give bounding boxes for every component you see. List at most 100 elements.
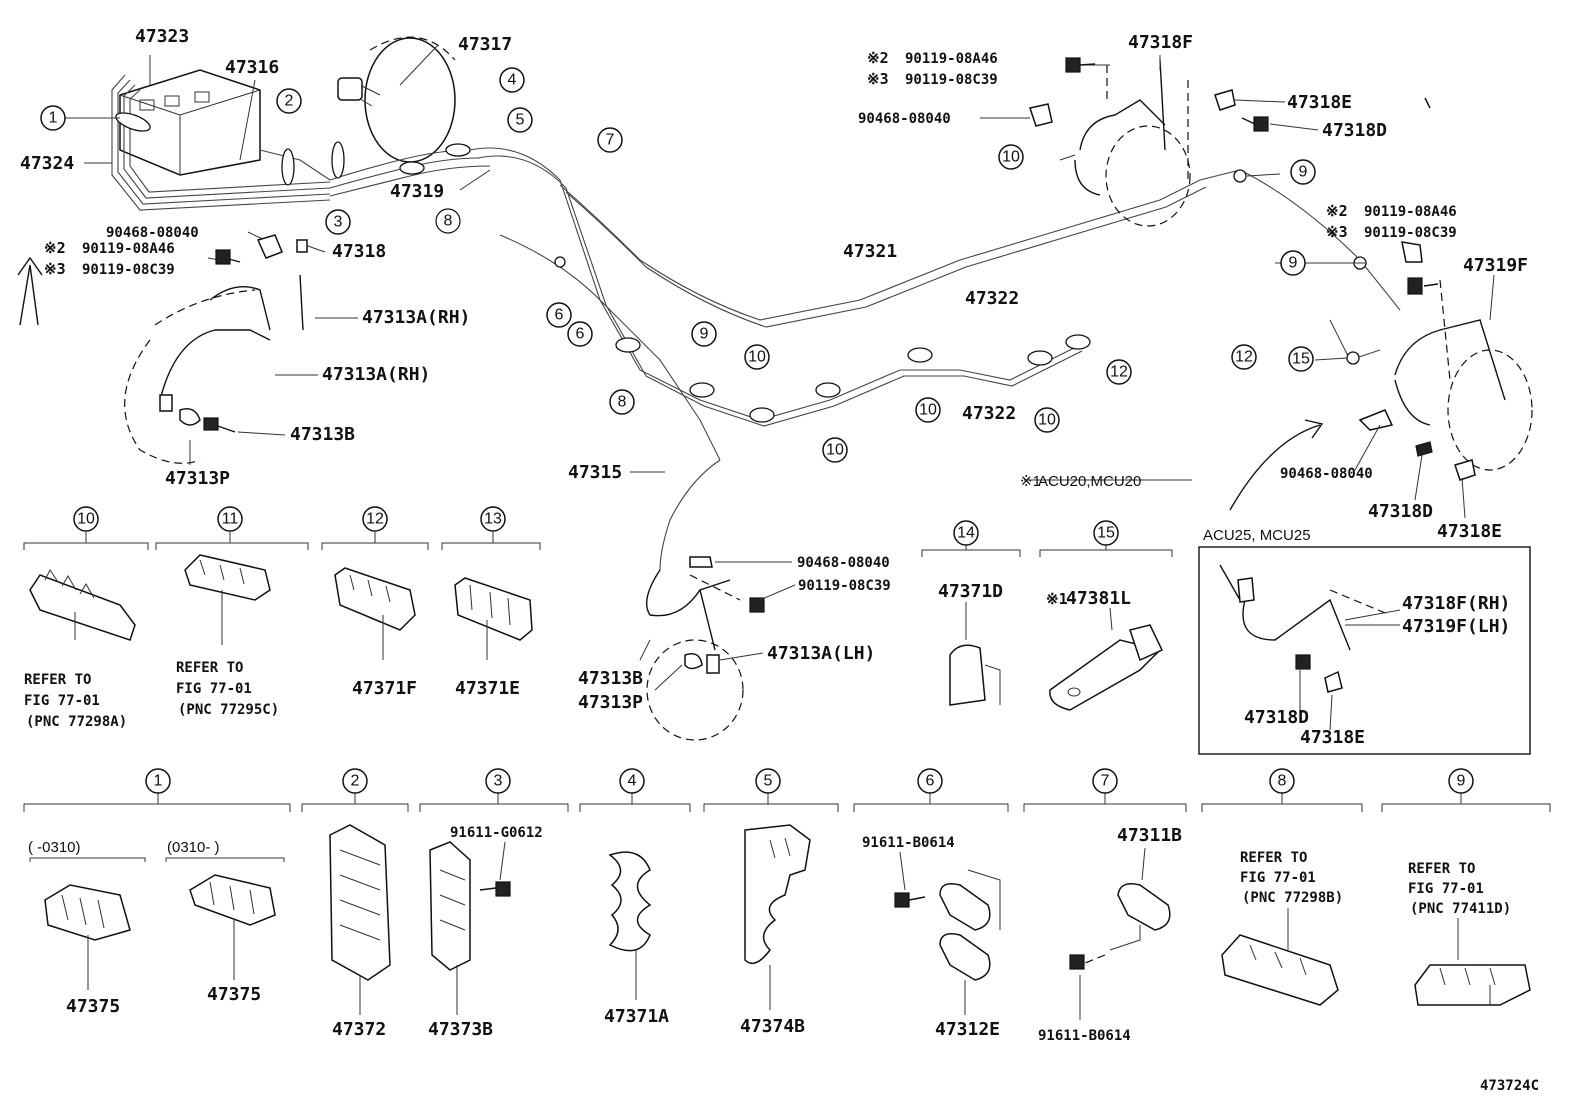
label-47318: 47318 [332,241,386,262]
label-47313b-lh: 47313B [578,668,643,689]
rear-right-hose [1074,59,1236,227]
svg-text:3: 3 [494,773,503,790]
code-bolt-lh: 90119-08C39 [798,578,891,594]
clamp-group-8: 8 REFER TO FIG 77-01 (PNC 77298B) [1201,768,1363,1006]
callout-4-main: 4 [499,67,525,93]
rear-left-hose [1229,241,1533,511]
clamp-group-11: 11 REFER TO FIG 77-01 (PNC 77295C) [155,506,309,718]
label-47313a-lh: 47313A(LH) [767,643,875,664]
mark-note3-right: ※3 [1326,223,1348,241]
svg-text:(PNC 77295C): (PNC 77295C) [178,702,279,718]
screw-code-labels: 90468-08040 ※2 90119-08A46 ※3 90119-08C3… [44,49,1457,594]
code-bracket-d: 90468-08040 [797,555,890,571]
label-47318f: 47318F [1128,32,1193,53]
clamp-group-14: 14 47371D [921,520,1021,706]
label-47324: 47324 [20,153,74,174]
callout-9-right: 9 [1280,250,1306,276]
front-rh-hose [124,274,304,464]
hardware-shapes [215,57,1439,295]
svg-text:(0310- ): (0310- ) [167,839,220,856]
svg-text:FIG 77-01: FIG 77-01 [1408,881,1484,897]
svg-text:(PNC 77411D): (PNC 77411D) [1410,901,1511,917]
callout-1-main: 1 [40,105,66,131]
label-47313p-lh: 47313P [578,692,643,713]
main-brake-tubes [469,147,1401,571]
code-bolt-left-3: 90119-08C39 [82,262,175,278]
svg-text:47373B: 47373B [428,1019,493,1040]
svg-text:9: 9 [1457,773,1466,790]
callout-10-c: 10 [915,397,941,423]
label-47317: 47317 [458,34,512,55]
clamp-group-5: 5 47374B [703,768,839,1037]
svg-text:47371A: 47371A [604,1006,669,1027]
svg-text:3: 3 [334,214,343,231]
inset-label-47318e: 47318E [1300,727,1365,748]
label-47315: 47315 [568,462,622,483]
svg-text:12: 12 [366,511,384,528]
svg-text:8: 8 [1278,773,1287,790]
clamp-group-4: 4 47371A [579,768,691,1027]
callout-2-main: 2 [276,88,302,114]
callout-9-mid: 9 [691,321,717,347]
figure-code: 473724C [1480,1078,1539,1094]
mark-note2-right: ※2 [1326,202,1348,220]
label-47319f: 47319F [1463,255,1528,276]
mark-note3-top: ※3 [867,70,889,88]
svg-text:47375: 47375 [66,996,120,1017]
clamp-group-2: 2 47372 [301,768,409,1040]
svg-text:REFER TO: REFER TO [176,660,243,676]
label-47318e-top: 47318E [1287,92,1352,113]
label-47316: 47316 [225,57,279,78]
svg-text:47371D: 47371D [938,581,1003,602]
svg-text:2: 2 [351,773,360,790]
svg-text:47374B: 47374B [740,1016,805,1037]
callout-12-a: 12 [1106,359,1132,385]
label-47313a-rh-2: 47313A(RH) [322,364,430,385]
svg-text:2: 2 [285,93,294,110]
svg-text:47381L: 47381L [1066,588,1131,609]
callout-12-b: 12 [1231,344,1257,370]
svg-text:5: 5 [516,112,525,129]
svg-text:4: 4 [628,773,637,790]
svg-text:10: 10 [919,402,937,419]
svg-text:10: 10 [826,442,844,459]
mark-note2-top: ※2 [867,49,889,67]
svg-text:(PNC 77298A): (PNC 77298A) [26,714,127,730]
clip-markers [115,112,1367,423]
variant-note-mark: ※1 [1020,473,1041,490]
svg-text:10: 10 [748,349,766,366]
callout-8-main: 8 [435,208,461,234]
svg-text:FIG 77-01: FIG 77-01 [1240,870,1316,886]
svg-text:12: 12 [1235,349,1253,366]
inset-label-47318f-rh: 47318F(RH) [1402,593,1510,614]
svg-text:91611-B0614: 91611-B0614 [862,835,955,851]
direction-arrow [17,256,43,326]
row1-clamps: 10 REFER TO FIG 77-01 (PNC 77298A) 11 RE… [23,506,1173,730]
svg-text:10: 10 [77,511,95,528]
label-47322-1: 47322 [965,288,1019,309]
label-47318e-right: 47318E [1437,521,1502,542]
code-bracket-c: 90468-08040 [1280,466,1373,482]
row2-clamps: 1 ( -0310) (0310- ) 47375 47375 2 47372 [23,768,1551,1044]
svg-text:7: 7 [1101,773,1110,790]
label-47318d-right: 47318D [1368,501,1433,522]
callout-7-main: 7 [597,127,623,153]
clamp-group-9: 9 REFER TO FIG 77-01 (PNC 77411D) [1381,768,1551,1006]
svg-text:15: 15 [1097,525,1115,542]
svg-text:9: 9 [1289,255,1298,272]
callout-10-a: 10 [744,344,770,370]
svg-text:47372: 47372 [332,1019,386,1040]
svg-text:91611-G0612: 91611-G0612 [450,825,543,841]
leader-lines [65,44,1495,691]
code-bolt-left-2: 90119-08A46 [82,241,175,257]
mark-note3-left: ※3 [44,260,66,278]
svg-text:47311B: 47311B [1117,825,1182,846]
inset-label-47319f-lh: 47319F(LH) [1402,616,1510,637]
label-47318d-top: 47318D [1322,120,1387,141]
svg-text:47371E: 47371E [455,678,520,699]
svg-text:6: 6 [576,326,585,343]
svg-text:10: 10 [1002,149,1020,166]
svg-text:11: 11 [222,511,239,528]
svg-text:4: 4 [508,72,517,89]
svg-text:6: 6 [926,773,935,790]
